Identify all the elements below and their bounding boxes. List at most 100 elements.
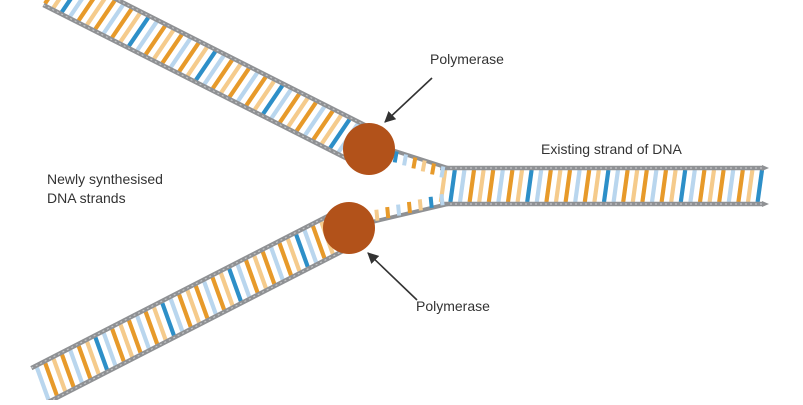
- lower-new-dna-strand: [30, 206, 362, 404]
- polymerase-label-bottom: Polymerase: [416, 298, 490, 314]
- base-pair: [707, 169, 717, 203]
- polymerase-enzyme-icon: [323, 202, 375, 254]
- unpaired-base: [396, 204, 402, 216]
- base-pair: [294, 233, 310, 268]
- base-pair: [236, 71, 259, 103]
- base-pair: [110, 328, 126, 362]
- base-pair: [659, 169, 669, 203]
- unpaired-base: [417, 199, 423, 211]
- base-pair: [160, 33, 184, 65]
- base-pair: [328, 118, 352, 150]
- existing-dna-strand: [438, 165, 769, 207]
- base-pair: [252, 255, 268, 289]
- base-pair: [43, 362, 59, 397]
- base-pair: [553, 169, 563, 203]
- sugar-phosphate-backbone-texture: [48, 241, 361, 403]
- base-pair: [477, 169, 486, 203]
- base-pair: [277, 242, 294, 277]
- unpaired-bases-upper: [391, 148, 449, 178]
- unpaired-base: [428, 196, 434, 209]
- base-pair: [630, 169, 640, 203]
- base-pair: [219, 63, 243, 94]
- base-pair: [135, 315, 151, 349]
- base-pair: [755, 169, 765, 203]
- arrow-icon: [384, 77, 433, 123]
- base-pair: [93, 336, 109, 371]
- base-pair: [726, 169, 736, 203]
- base-pair: [59, 353, 76, 388]
- backbone-end-cap: [762, 201, 769, 207]
- base-pair: [101, 332, 118, 367]
- base-pair: [278, 92, 301, 124]
- base-pair: [177, 41, 201, 73]
- base-pair: [252, 80, 276, 111]
- base-pair: [534, 169, 544, 203]
- base-pair: [467, 169, 477, 203]
- sugar-phosphate-backbone: [391, 148, 449, 170]
- base-pair: [85, 0, 107, 26]
- base-pair: [285, 238, 302, 272]
- base-pair: [294, 101, 318, 133]
- base-pair: [202, 54, 226, 86]
- base-pair: [736, 169, 745, 203]
- base-pair: [310, 225, 327, 259]
- base-pair: [688, 169, 697, 203]
- base-pair: [311, 109, 335, 141]
- base-pair: [152, 29, 176, 60]
- unpaired-base: [439, 194, 445, 206]
- unpaired-base: [374, 209, 380, 221]
- base-pair: [118, 12, 142, 43]
- base-pair: [60, 0, 73, 14]
- base-pair: [269, 246, 285, 281]
- base-pair: [582, 169, 592, 203]
- base-pair: [151, 306, 168, 341]
- base-pair: [457, 169, 467, 203]
- base-pair: [193, 285, 210, 319]
- base-pair: [505, 169, 515, 203]
- base-pair: [269, 88, 293, 120]
- base-pair: [110, 7, 134, 39]
- backbone-end-cap: [762, 165, 769, 171]
- base-pair: [227, 268, 243, 302]
- base-pair: [118, 323, 135, 358]
- base-pair: [160, 302, 176, 337]
- base-pair: [102, 3, 125, 35]
- base-pair: [621, 169, 630, 203]
- base-pair: [235, 263, 252, 298]
- polymerase-label-top: Polymerase: [430, 51, 504, 67]
- base-pair: [320, 114, 343, 145]
- base-pair: [244, 75, 268, 107]
- base-pair: [640, 169, 649, 203]
- base-pair: [51, 358, 68, 392]
- base-pair: [68, 349, 84, 384]
- polymerase-enzyme-icon: [343, 123, 395, 175]
- base-pair: [185, 46, 209, 77]
- sugar-phosphate-backbone: [112, 0, 382, 136]
- base-pair: [717, 169, 726, 203]
- base-pair: [261, 84, 285, 116]
- base-pair: [135, 20, 159, 52]
- base-pair: [143, 311, 160, 345]
- base-pair: [210, 276, 227, 311]
- existing-strand-label: Existing strand of DNA: [541, 141, 682, 157]
- sugar-phosphate-backbone: [42, 2, 365, 169]
- unpaired-base: [439, 166, 446, 178]
- base-pair: [649, 169, 659, 203]
- base-pair: [286, 97, 310, 128]
- base-pair: [218, 272, 235, 307]
- base-pair: [496, 169, 505, 203]
- base-pair: [563, 169, 573, 203]
- base-pair: [76, 345, 93, 380]
- base-pair: [244, 259, 260, 294]
- base-pair: [611, 169, 621, 203]
- base-pair: [302, 229, 319, 264]
- base-pair: [126, 319, 143, 354]
- base-pair: [678, 169, 688, 203]
- base-pair: [573, 169, 582, 203]
- base-pair: [525, 169, 534, 203]
- unpaired-bases-lower: [371, 194, 449, 224]
- newly-synthesised-label: Newly synthesised DNA strands: [47, 170, 163, 208]
- base-pair: [515, 169, 525, 203]
- base-pair: [169, 37, 192, 69]
